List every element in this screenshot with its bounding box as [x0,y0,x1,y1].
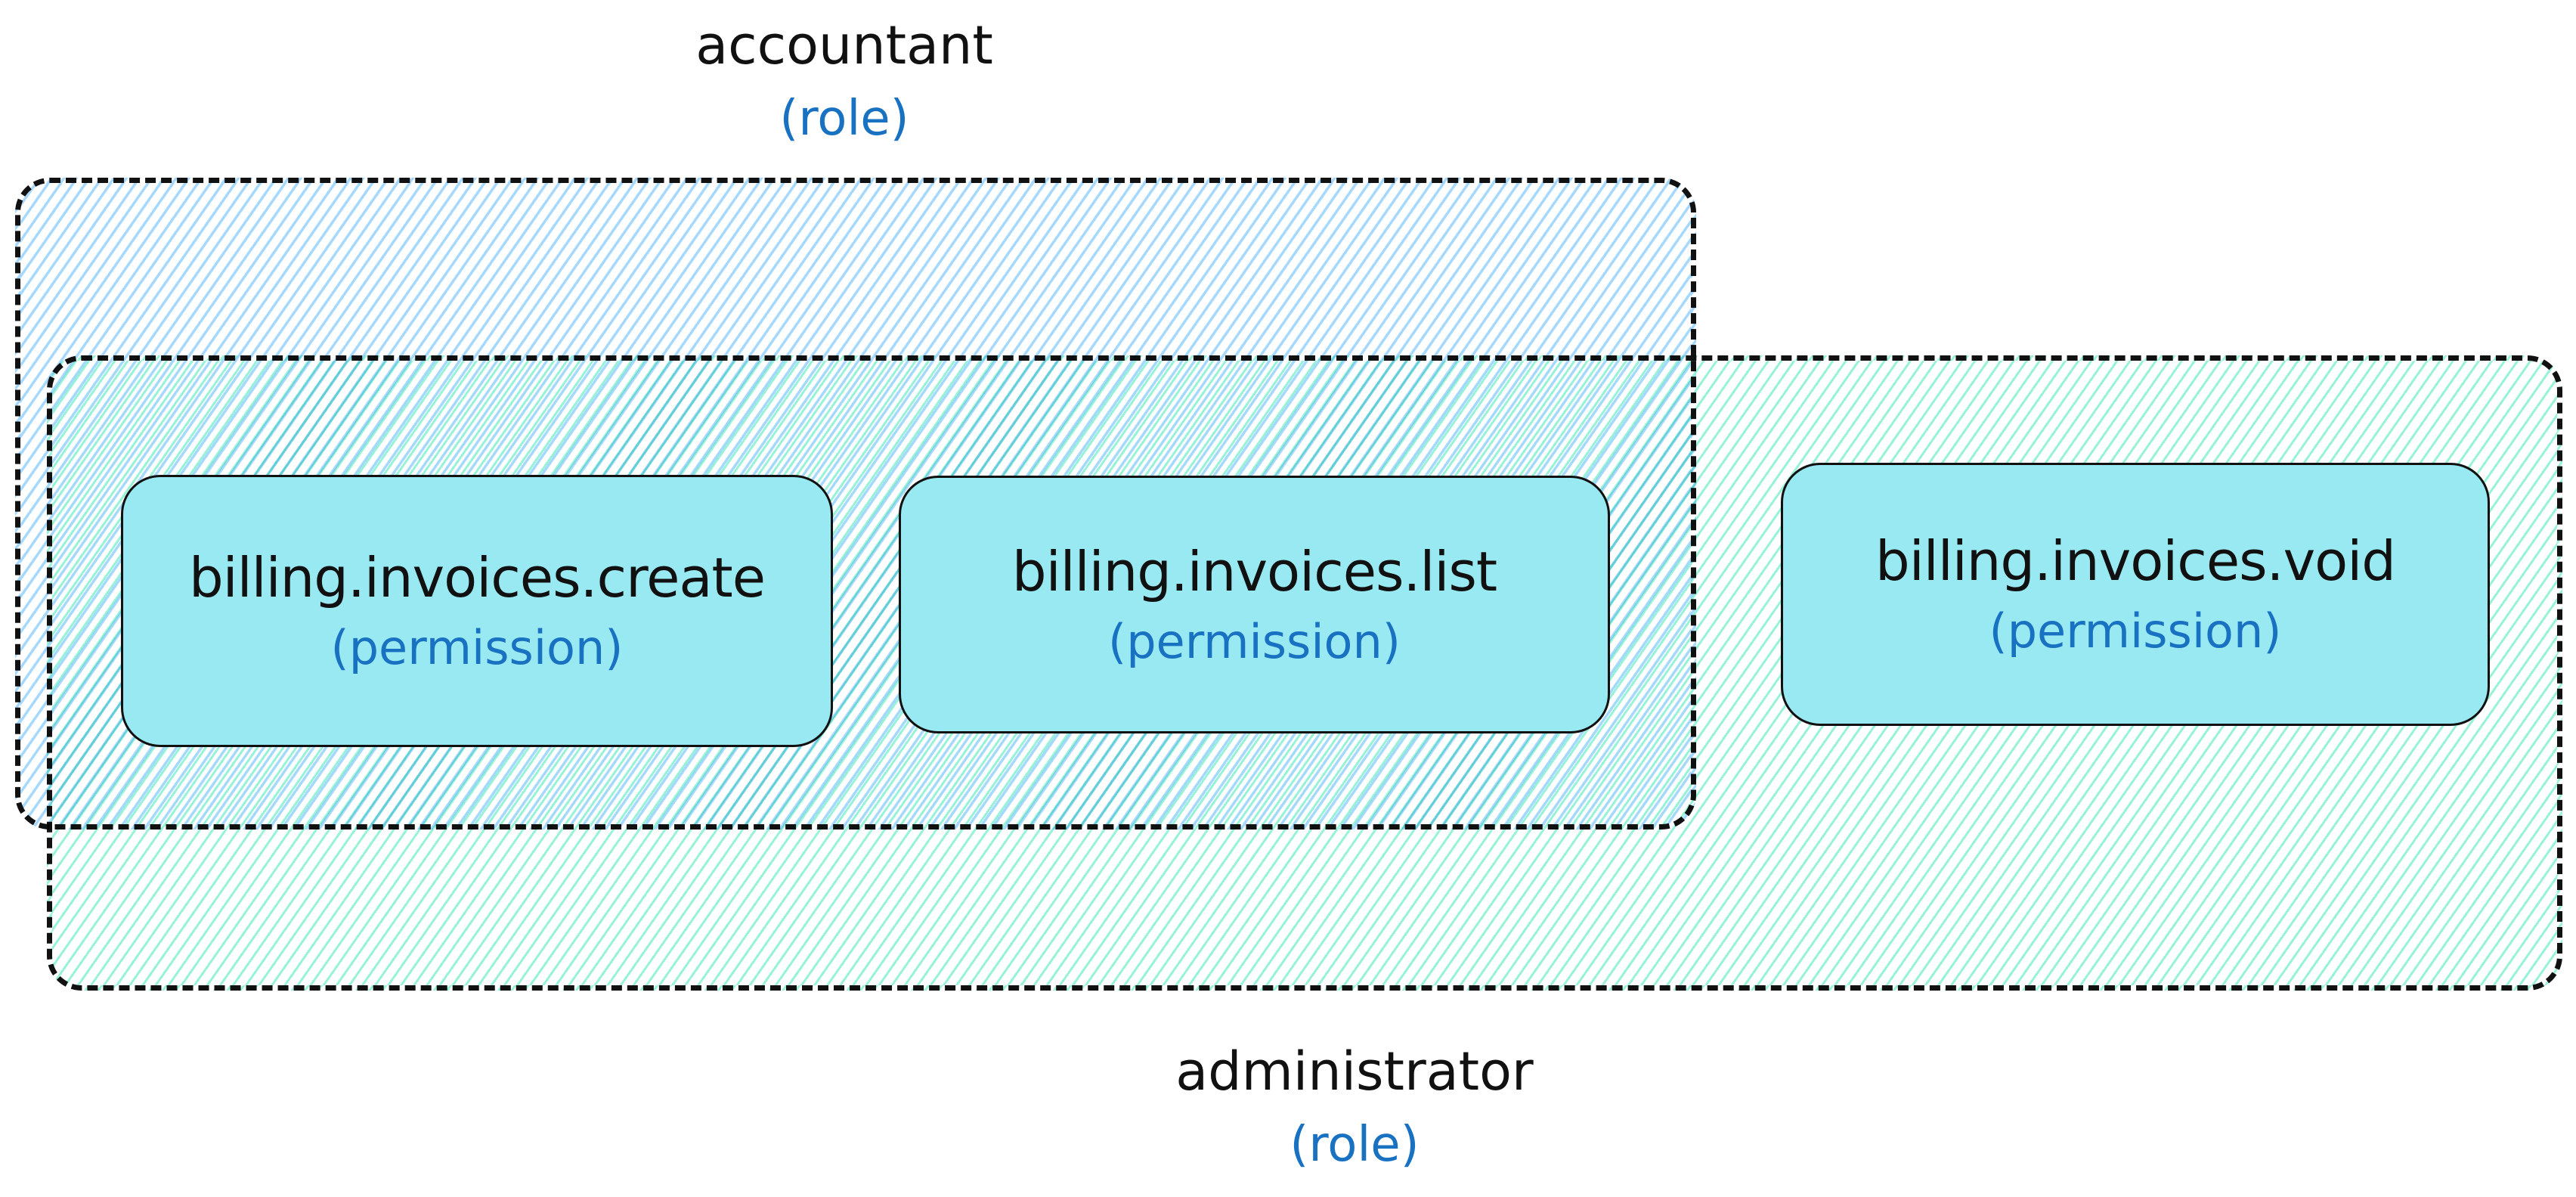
permission-name: billing.invoices.list [1011,539,1497,603]
administrator-role-label: administrator (role) [1175,1045,1533,1169]
role-kind: (role) [1290,1117,1420,1173]
role-name: administrator [1175,1040,1534,1102]
role-name: accountant [695,14,993,76]
permission-box-void[interactable]: billing.invoices.void (permission) [1781,463,2490,726]
permission-box-list[interactable]: billing.invoices.list (permission) [899,476,1610,733]
permission-kind: (permission) [1108,613,1401,669]
accountant-role-label: accountant (role) [695,19,993,143]
permission-name: billing.invoices.create [188,546,766,609]
permission-kind: (permission) [1989,603,2282,659]
permission-name: billing.invoices.void [1875,529,2396,593]
role-kind: (role) [779,91,909,147]
permission-box-create[interactable]: billing.invoices.create (permission) [121,475,833,747]
permission-kind: (permission) [330,620,624,675]
